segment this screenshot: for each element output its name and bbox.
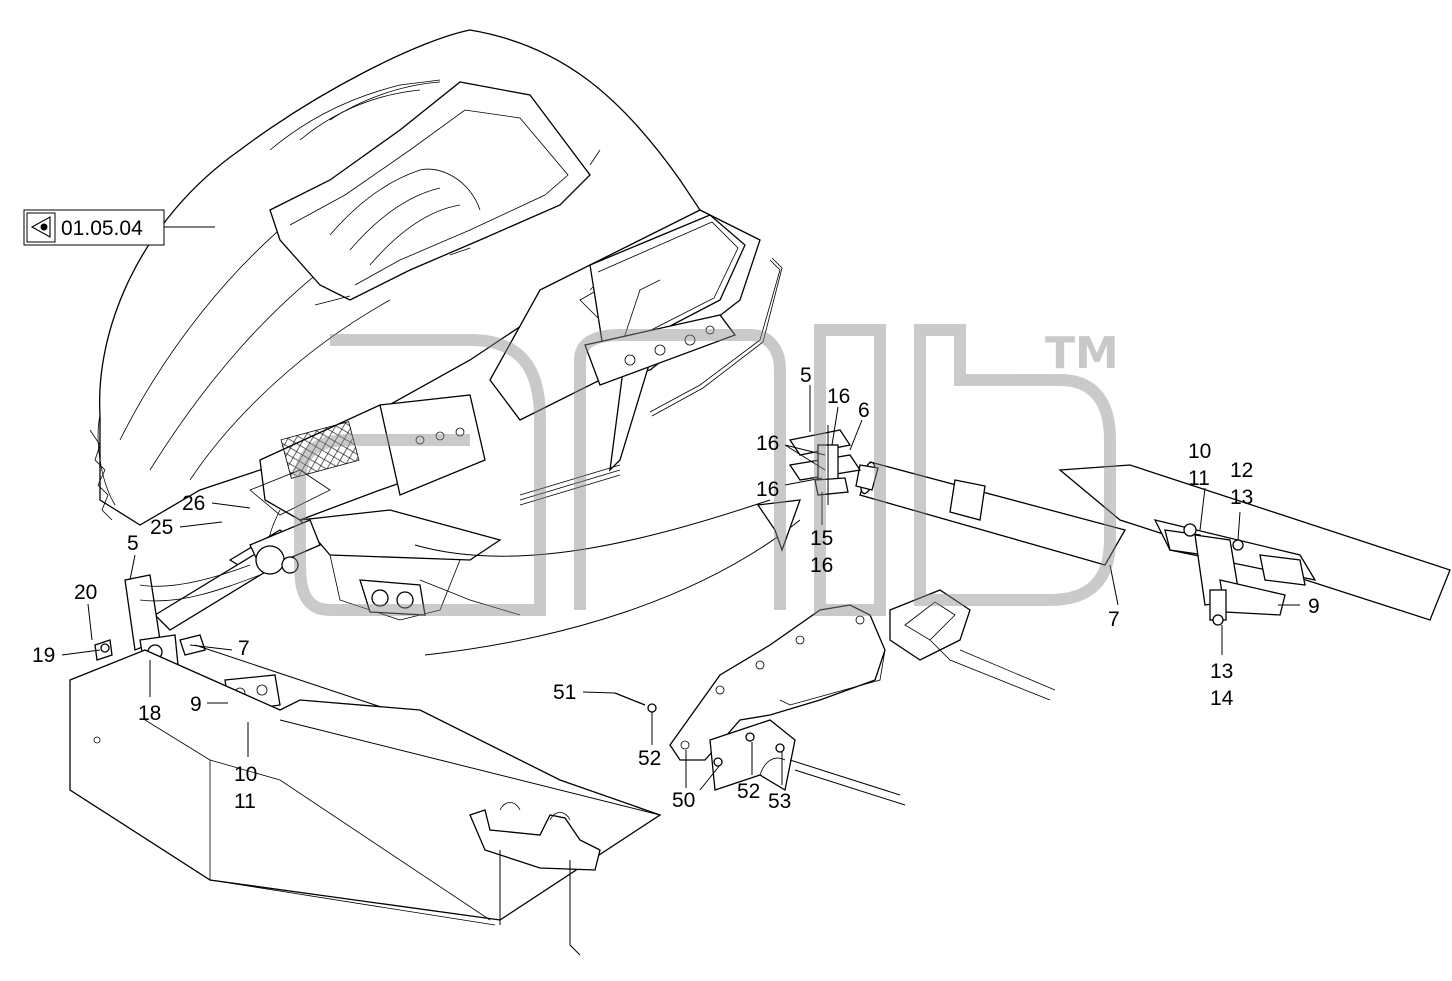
callout-14[interactable]: 14 bbox=[1210, 687, 1234, 710]
routing-arrows bbox=[414, 499, 801, 656]
callout-52[interactable]: 52 bbox=[737, 780, 760, 803]
reference-label: 01.05.04 bbox=[61, 217, 143, 240]
callout-10[interactable]: 10 bbox=[1188, 440, 1211, 463]
steering-shaft bbox=[788, 425, 1126, 566]
center-plate bbox=[298, 509, 521, 621]
callout-7[interactable]: 7 bbox=[1108, 608, 1120, 631]
callout-11[interactable]: 11 bbox=[234, 790, 256, 813]
callout-7[interactable]: 7 bbox=[238, 637, 250, 660]
mount-flange bbox=[1058, 464, 1451, 626]
callout-6[interactable]: 6 bbox=[858, 399, 870, 422]
callout-16[interactable]: 16 bbox=[827, 385, 850, 408]
floor-panel bbox=[69, 649, 662, 956]
callout-16[interactable]: 16 bbox=[756, 478, 779, 501]
support-bracket bbox=[614, 589, 1056, 806]
callout-50[interactable]: 50 bbox=[672, 789, 695, 812]
callout-16[interactable]: 16 bbox=[756, 432, 779, 455]
callout-5[interactable]: 5 bbox=[127, 532, 139, 555]
leader-lines bbox=[61, 226, 1300, 791]
callout-10[interactable]: 10 bbox=[234, 763, 257, 786]
callout-19[interactable]: 19 bbox=[32, 644, 55, 667]
view-reference[interactable]: 01.05.04 bbox=[23, 209, 165, 246]
callout-20[interactable]: 20 bbox=[74, 581, 97, 604]
callout-53[interactable]: 53 bbox=[768, 790, 791, 813]
callout-25[interactable]: 25 bbox=[150, 516, 173, 539]
side-slats bbox=[519, 214, 783, 506]
callout-18[interactable]: 18 bbox=[138, 702, 161, 725]
callout-13[interactable]: 13 bbox=[1230, 486, 1253, 509]
callout-52[interactable]: 52 bbox=[638, 747, 661, 770]
callout-9[interactable]: 9 bbox=[190, 693, 202, 716]
callout-15[interactable]: 15 bbox=[810, 527, 833, 550]
callout-12[interactable]: 12 bbox=[1230, 459, 1253, 482]
watermark: TM bbox=[294, 324, 1119, 616]
callout-16[interactable]: 16 bbox=[810, 554, 833, 577]
callout-51[interactable]: 51 bbox=[553, 681, 576, 704]
callout-13[interactable]: 13 bbox=[1210, 660, 1233, 683]
callout-26[interactable]: 26 bbox=[182, 492, 205, 515]
callout-labels: 5 16 6 16 16 15 16 10 11 12 13 7 9 13 14… bbox=[32, 364, 1320, 813]
eye-icon bbox=[30, 216, 51, 238]
callout-5[interactable]: 5 bbox=[800, 364, 812, 387]
callout-9[interactable]: 9 bbox=[1308, 595, 1320, 618]
trademark-mark: TM bbox=[1045, 328, 1119, 379]
callout-11[interactable]: 11 bbox=[1188, 467, 1210, 490]
